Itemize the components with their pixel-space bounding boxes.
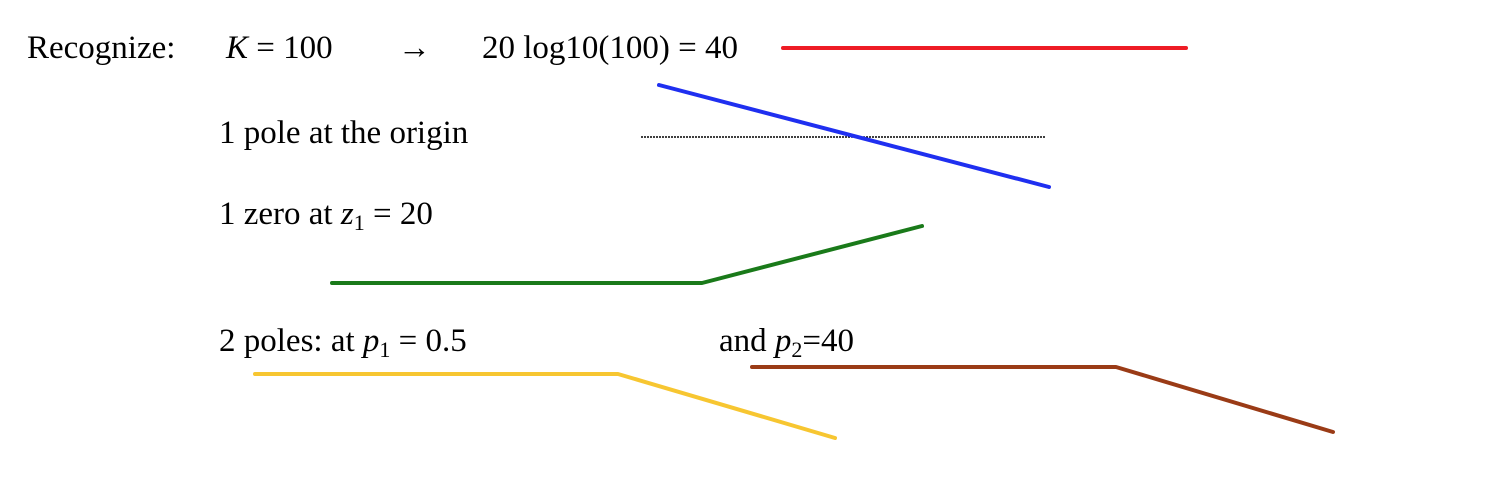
zero-asymptote-line (330, 224, 924, 285)
gain-variable: K (226, 30, 249, 66)
poles-label: 2 poles: at p1 = 0.5 (219, 325, 467, 361)
zero-label-prefix: 1 zero at (219, 196, 341, 232)
zero-variable: z (340, 196, 354, 232)
gain-value: = 100 (256, 30, 333, 66)
zero-subscript: 1 (353, 210, 365, 235)
gain-expression: K = 100 (226, 32, 333, 65)
pole1-value: = 0.5 (390, 323, 467, 359)
pole1-subscript: 1 (379, 337, 391, 362)
pole1-variable: p (362, 323, 380, 359)
pole1-asymptote-line (253, 372, 837, 440)
poles-label-prefix: 2 poles: at (219, 323, 363, 359)
pole2-variable: p (774, 323, 792, 359)
zero-label: 1 zero at z1 = 20 (219, 198, 433, 234)
zero-value: = 20 (364, 196, 433, 232)
pole2-value: =40 (802, 323, 855, 359)
gain-db-formula: 20 log10(100) = 40 (482, 30, 739, 66)
pole2-asymptote-line (750, 365, 1335, 434)
pole2-label-prefix: and (719, 323, 775, 359)
right-arrow-icon: → (398, 30, 431, 66)
recognize-label: Recognize: (27, 30, 176, 66)
pole2-subscript: 2 (791, 337, 803, 362)
pole-origin-label: 1 pole at the origin (219, 115, 469, 151)
pole2-label: and p2=40 (719, 325, 854, 361)
pole-origin-line (657, 83, 1051, 189)
